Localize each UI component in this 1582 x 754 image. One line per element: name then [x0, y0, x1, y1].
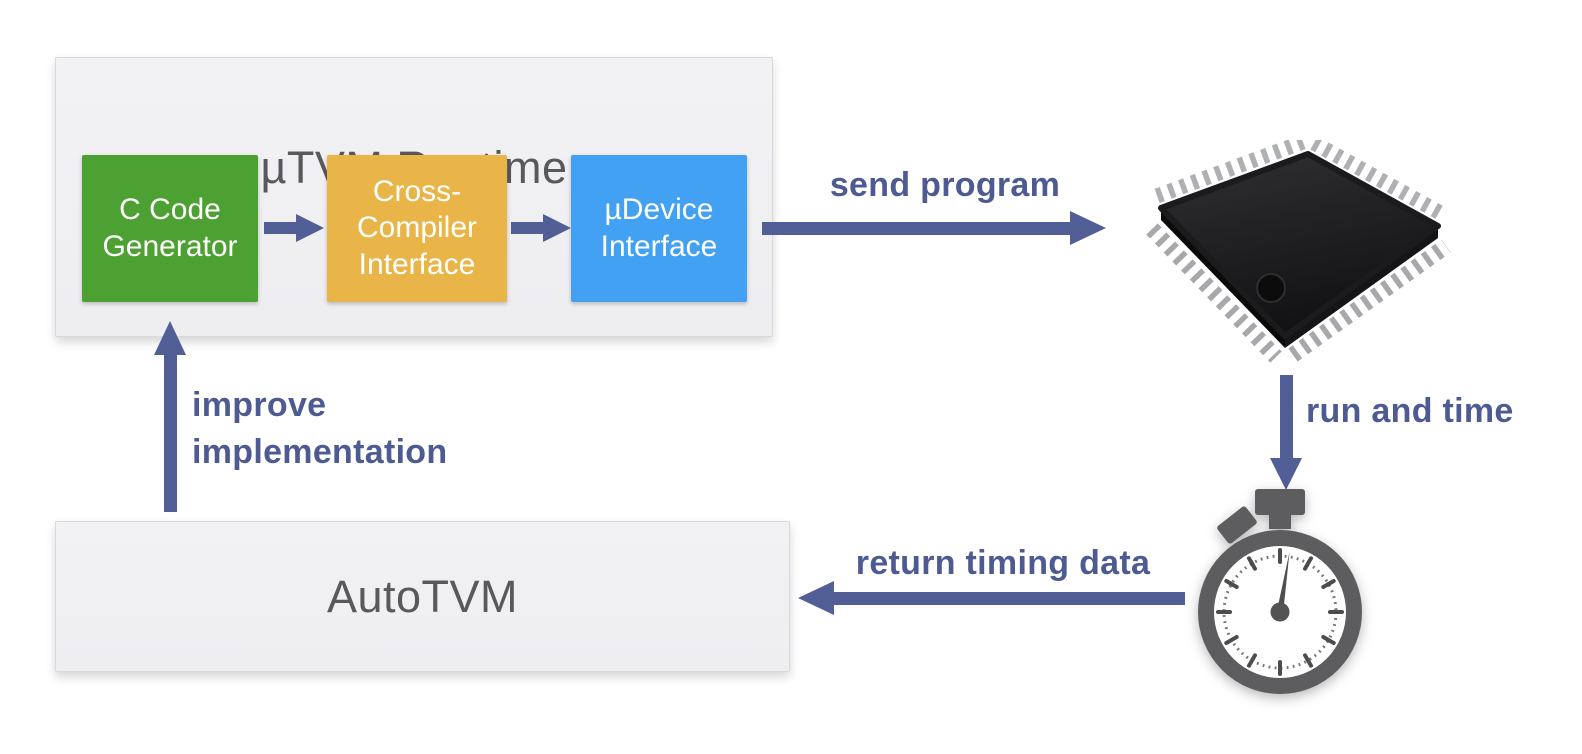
arrow-run-and-time: [1280, 375, 1293, 460]
autotvm-panel: AutoTVM: [55, 521, 790, 672]
return-timing-data-label: return timing data: [855, 544, 1151, 582]
c-code-generator-box: C Code Generator: [82, 155, 258, 302]
microchip-icon: [1146, 140, 1451, 363]
improve-implementation-label: improve implementation: [192, 386, 448, 471]
udevice-interface-label: µDevice Interface: [600, 192, 718, 263]
arrow-send-program: [762, 222, 1072, 235]
arrow-return-timing-data: [830, 592, 1185, 605]
arrowhead-return-timing-data: [798, 581, 834, 615]
arrowhead-improve-implementation: [154, 321, 186, 355]
run-and-time-label: run and time: [1306, 392, 1514, 430]
udevice-interface-box: µDevice Interface: [571, 155, 747, 302]
autotvm-title: AutoTVM: [326, 570, 519, 622]
arrow-improve-implementation: [164, 354, 177, 512]
arrow-compiler-to-udevice: [511, 222, 545, 234]
send-program-label: send program: [829, 166, 1061, 204]
cross-compiler-interface-label: Cross-Compiler Interface: [356, 174, 478, 281]
cross-compiler-interface-box: Cross-Compiler Interface: [327, 155, 507, 302]
c-code-generator-label: C Code Generator: [102, 192, 238, 263]
arrowhead-run-and-time: [1270, 458, 1302, 490]
arrowhead-generator-to-compiler: [296, 214, 324, 242]
arrow-generator-to-compiler: [264, 222, 298, 234]
stopwatch-icon: [1198, 489, 1362, 694]
arrowhead-send-program: [1070, 211, 1106, 245]
arrowhead-compiler-to-udevice: [543, 214, 571, 242]
